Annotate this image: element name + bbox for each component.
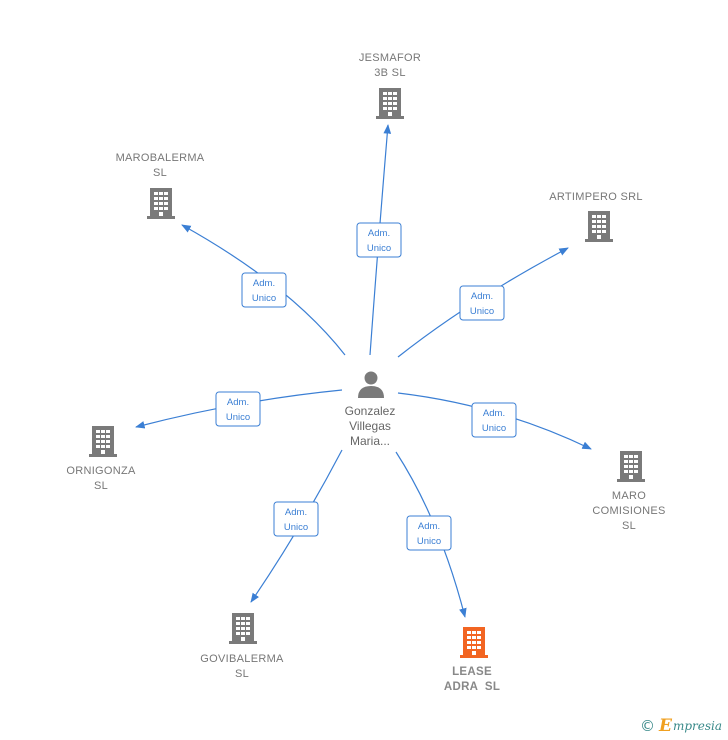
- company-node-govibalerma[interactable]: GOVIBALERMA SL: [200, 613, 284, 680]
- company-label: 3B SL: [374, 67, 405, 79]
- company-node-maro[interactable]: MARO COMISIONES SL: [592, 451, 665, 532]
- company-node-jesmafor[interactable]: JESMAFOR 3B SL: [359, 52, 421, 119]
- brand-logo-initial: E: [658, 716, 672, 736]
- building-icon: [460, 627, 488, 658]
- edges: [135, 124, 592, 618]
- svg-text:Adm.: Adm.: [483, 408, 505, 419]
- svg-text:Unico: Unico: [417, 536, 441, 547]
- company-node-marobalerma[interactable]: MAROBALERMA SL: [116, 152, 205, 219]
- edge-label-ornigonza[interactable]: Adm. Unico: [215, 391, 261, 427]
- building-icon: [376, 88, 404, 119]
- svg-text:Adm.: Adm.: [227, 397, 249, 408]
- edge-label-jesmafor[interactable]: Adm. Unico: [356, 222, 402, 258]
- svg-text:Unico: Unico: [482, 423, 506, 434]
- person-label-line3: Maria...: [350, 434, 390, 448]
- company-label: ARTIMPERO SRL: [549, 191, 643, 203]
- svg-text:Unico: Unico: [284, 522, 308, 533]
- svg-text:Adm.: Adm.: [285, 507, 307, 518]
- svg-text:Unico: Unico: [470, 306, 494, 317]
- building-icon: [617, 451, 645, 482]
- company-label: ORNIGONZA: [66, 465, 136, 477]
- svg-text:Unico: Unico: [252, 293, 276, 304]
- company-label: LEASE: [452, 666, 492, 678]
- company-label: JESMAFOR: [359, 52, 421, 64]
- edge-labels: Adm. Unico Adm. Unico Adm. Unico Adm. Un…: [215, 222, 517, 551]
- copyright-icon: ©: [639, 717, 655, 735]
- svg-text:Adm.: Adm.: [368, 228, 390, 239]
- edge-label-maro[interactable]: Adm. Unico: [471, 402, 517, 438]
- edge-label-marobalerma[interactable]: Adm. Unico: [241, 272, 287, 308]
- person-label-line2: Villegas: [349, 419, 391, 433]
- company-label: SL: [153, 167, 167, 179]
- company-label: MAROBALERMA: [116, 152, 205, 164]
- building-icon: [147, 188, 175, 219]
- svg-text:Adm.: Adm.: [471, 291, 493, 302]
- edge-label-lease[interactable]: Adm. Unico: [406, 515, 452, 551]
- company-node-artimpero[interactable]: ARTIMPERO SRL: [549, 191, 643, 242]
- company-label: ADRA SL: [444, 681, 500, 693]
- company-label: GOVIBALERMA: [200, 653, 284, 665]
- person-icon: [358, 371, 384, 398]
- person-node[interactable]: Gonzalez Villegas Maria...: [345, 371, 396, 449]
- company-label: SL: [94, 480, 108, 492]
- brand-footer: © E mpresia: [640, 716, 722, 736]
- svg-text:Adm.: Adm.: [253, 278, 275, 289]
- building-icon: [89, 426, 117, 457]
- svg-text:Unico: Unico: [367, 243, 391, 254]
- company-label: SL: [622, 520, 636, 532]
- company-label: COMISIONES: [592, 505, 665, 517]
- svg-text:Unico: Unico: [226, 412, 250, 423]
- brand-logo-text: mpresia: [672, 719, 722, 733]
- edge-label-artimpero[interactable]: Adm. Unico: [459, 285, 505, 321]
- edge-label-govibalerma[interactable]: Adm. Unico: [273, 501, 319, 537]
- company-node-ornigonza[interactable]: ORNIGONZA SL: [66, 426, 136, 492]
- company-label: SL: [235, 668, 249, 680]
- building-icon: [585, 211, 613, 242]
- company-node-lease[interactable]: LEASE ADRA SL: [444, 627, 500, 693]
- person-label-line1: Gonzalez: [345, 404, 396, 418]
- building-icon: [229, 613, 257, 644]
- company-label: MARO: [612, 490, 646, 502]
- svg-text:Adm.: Adm.: [418, 521, 440, 532]
